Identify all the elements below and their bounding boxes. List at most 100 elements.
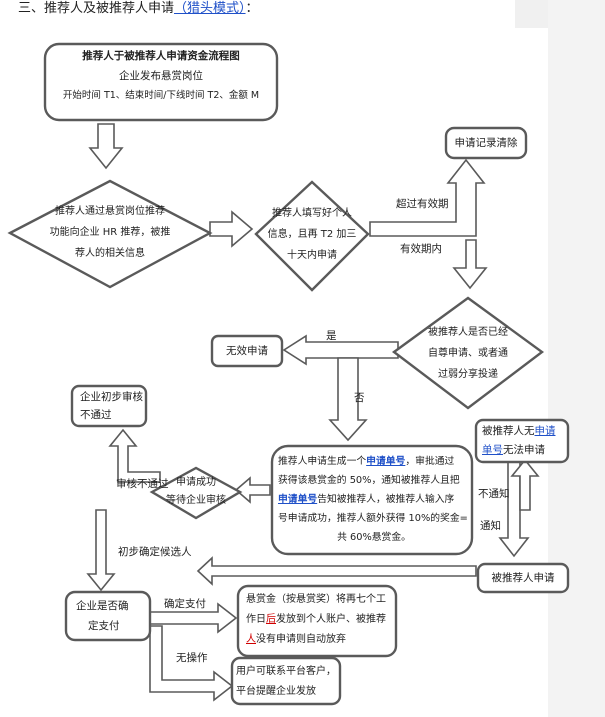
diamond-referrer-text: 推荐人通过悬赏岗位推荐 功能向企业 HR 推荐，被推 荐人的相关信息 xyxy=(36,201,184,264)
apply-main-line-1: 推荐人申请生成一个申请单号，审批通过 xyxy=(278,452,470,471)
already-line-2: 自尊申请、或者通 xyxy=(428,348,508,359)
apply-main-line-4: 号申请成功，推荐人额外获得 10%的奖金= xyxy=(278,513,468,524)
clear-record-text: 申请记录清除 xyxy=(454,137,518,149)
arrow-main-left xyxy=(234,476,271,504)
label-within: 有效期内 xyxy=(400,243,442,255)
no-number-link-a[interactable]: 申请 xyxy=(534,425,556,437)
apply-main-line-2: 获得该悬赏金的 50%，通知被推荐人且把 xyxy=(278,475,460,486)
fill-info-line-2: 信息，且再 T2 加三 xyxy=(267,229,357,240)
reward-l2-post: 发放到个人账户、被推荐 xyxy=(276,614,386,625)
label-yes: 是 xyxy=(326,330,337,342)
top-box-line2: 开始时间 T1、结束时间/下线时间 T2、金额 M xyxy=(62,90,260,101)
arrow-overdue-right xyxy=(369,158,486,237)
diamond-already-text: 被推荐人是否已经 自尊申请、或者通 过弱分享投递 xyxy=(414,322,522,385)
label-no-action: 无操作 xyxy=(176,652,208,664)
side-panel xyxy=(548,0,605,717)
apply-main-l3-post: 告知被推荐人，被推荐人输入序 xyxy=(317,494,455,505)
box-top-process xyxy=(43,42,279,122)
label-confirm-pay: 确定支付 xyxy=(164,598,206,610)
apply-main-l1-post: ，审批通过 xyxy=(405,456,455,467)
top-box-text: 推荐人于被推荐人申请资金流程图 企业发布悬赏岗位 开始时间 T1、结束时间/下线… xyxy=(45,46,277,106)
initial-fail-text: 企业初步审核 不通过 xyxy=(80,388,143,424)
pay-decision-text: 企业是否确 定支付 xyxy=(76,596,129,636)
reward-text: 悬赏金（按悬赏奖）将再七个工 作日后发放到个人账户、被推荐 人没有申请则自动放弃 xyxy=(246,590,394,650)
arrow-yes-left-main xyxy=(282,334,399,366)
arrow-initial-candidate-down xyxy=(86,509,116,592)
label-overdue: 超过有效期 xyxy=(396,198,449,210)
box-initial-fail xyxy=(70,384,148,428)
reward-l3-post: 没有申请则自动放弃 xyxy=(256,634,346,645)
no-number-post: 无法申请 xyxy=(503,444,545,456)
box-candidate-apply xyxy=(476,562,570,594)
diamond-fill-info-text: 推荐人填写好个人 信息，且再 T2 加三 十天内申请 xyxy=(262,203,362,266)
reward-l3-red: 人 xyxy=(246,634,256,645)
arrow-no-down xyxy=(328,357,368,442)
pay-decision-line-1: 企业是否确 xyxy=(76,600,129,612)
no-number-link-b[interactable]: 单号 xyxy=(482,444,503,456)
contact-line-2: 平台提醒企业发放 xyxy=(236,686,316,697)
hunter-mode-link[interactable]: （猎头模式） xyxy=(174,1,246,16)
apply-main-line-5: 共 60%悬赏金。 xyxy=(337,532,411,543)
diamond-already-applied xyxy=(391,296,545,410)
heading-suffix: ： xyxy=(245,1,259,16)
arrow-audit-fail xyxy=(108,428,161,483)
diamond-apply-success xyxy=(149,466,243,520)
arrow-within-down xyxy=(452,239,488,290)
arrow-diamond-to-diamond xyxy=(209,210,254,248)
no-number-line-1: 被推荐人无申请 xyxy=(482,422,566,441)
diamond-referrer xyxy=(7,179,213,289)
contact-text: 用户可联系平台客户， 平台提醒企业发放 xyxy=(236,662,336,702)
box-no-number xyxy=(474,418,570,464)
corner-tab xyxy=(515,0,548,28)
box-apply-main xyxy=(270,444,474,556)
reward-l2-pre: 作日 xyxy=(246,614,266,625)
top-box-line1: 企业发布悬赏岗位 xyxy=(119,70,203,82)
referrer-line-2: 功能向企业 HR 推荐，被推 xyxy=(49,227,171,238)
arrow-top-down xyxy=(88,123,124,170)
referrer-line-3: 荐人的相关信息 xyxy=(75,248,145,259)
label-no-notify: 不通知 xyxy=(478,488,510,500)
apply-main-line-3: 申请单号告知被推荐人，被推荐人输入序 xyxy=(278,490,470,509)
apply-main-l1-pre: 推荐人申请生成一个 xyxy=(278,456,367,467)
box-contact xyxy=(230,656,342,706)
fill-info-line-3: 十天内申请 xyxy=(287,250,337,261)
contact-line-1: 用户可联系平台客户， xyxy=(236,666,336,677)
arrow-candidate-to-success xyxy=(196,556,477,586)
success-line-1: 申请成功 xyxy=(176,477,216,488)
apply-number-link-1[interactable]: 申请单号 xyxy=(366,456,406,467)
arrow-to-no-number xyxy=(510,458,540,511)
box-invalid-apply xyxy=(210,334,284,368)
initial-fail-line-1: 企业初步审核 xyxy=(80,391,143,403)
label-initial-confirm: 初步确定候选人 xyxy=(118,546,192,558)
fill-info-line-1: 推荐人填写好个人 xyxy=(272,208,352,219)
label-notify: 通知 xyxy=(480,520,501,532)
reward-line-2: 作日后发放到个人账户、被推荐 xyxy=(246,610,394,630)
heading-text: 三、推荐人及被推荐人申请 xyxy=(18,1,175,16)
label-audit-fail: 审核不通过 xyxy=(116,478,169,490)
invalid-apply-text: 无效申请 xyxy=(226,345,268,357)
label-no: 否 xyxy=(354,392,365,404)
no-number-pre: 被推荐人无 xyxy=(482,425,535,437)
already-line-1: 被推荐人是否已经 xyxy=(428,327,508,338)
referrer-line-1: 推荐人通过悬赏岗位推荐 xyxy=(55,206,165,217)
section-heading: 三、推荐人及被推荐人申请（猎头模式）： xyxy=(18,0,259,18)
pay-decision-line-2: 定支付 xyxy=(88,620,120,632)
arrow-no-action xyxy=(149,625,234,702)
apply-number-link-2[interactable]: 申请单号 xyxy=(278,494,318,505)
reward-l2-red: 后 xyxy=(266,614,276,625)
already-line-3: 过弱分享投递 xyxy=(438,369,498,380)
reward-line-3: 人没有申请则自动放弃 xyxy=(246,630,394,650)
no-number-line-2: 单号无法申请 xyxy=(482,441,566,460)
arrow-confirm-pay xyxy=(149,602,238,634)
box-pay-decision xyxy=(64,590,152,642)
diamond-success-text: 申请成功 等待企业审核 xyxy=(160,474,232,510)
no-number-text: 被推荐人无申请 单号无法申请 xyxy=(482,422,566,460)
apply-main-text: 推荐人申请生成一个申请单号，审批通过 获得该悬赏金的 50%，通知被推荐人且把 … xyxy=(278,452,470,547)
top-box-title: 推荐人于被推荐人申请资金流程图 xyxy=(82,50,240,62)
initial-fail-line-2: 不通过 xyxy=(80,409,112,421)
diamond-fill-info xyxy=(254,180,370,292)
candidate-apply-text: 被推荐人申请 xyxy=(491,572,555,584)
box-clear-record xyxy=(444,126,528,160)
reward-line-1: 悬赏金（按悬赏奖）将再七个工 xyxy=(246,594,386,605)
